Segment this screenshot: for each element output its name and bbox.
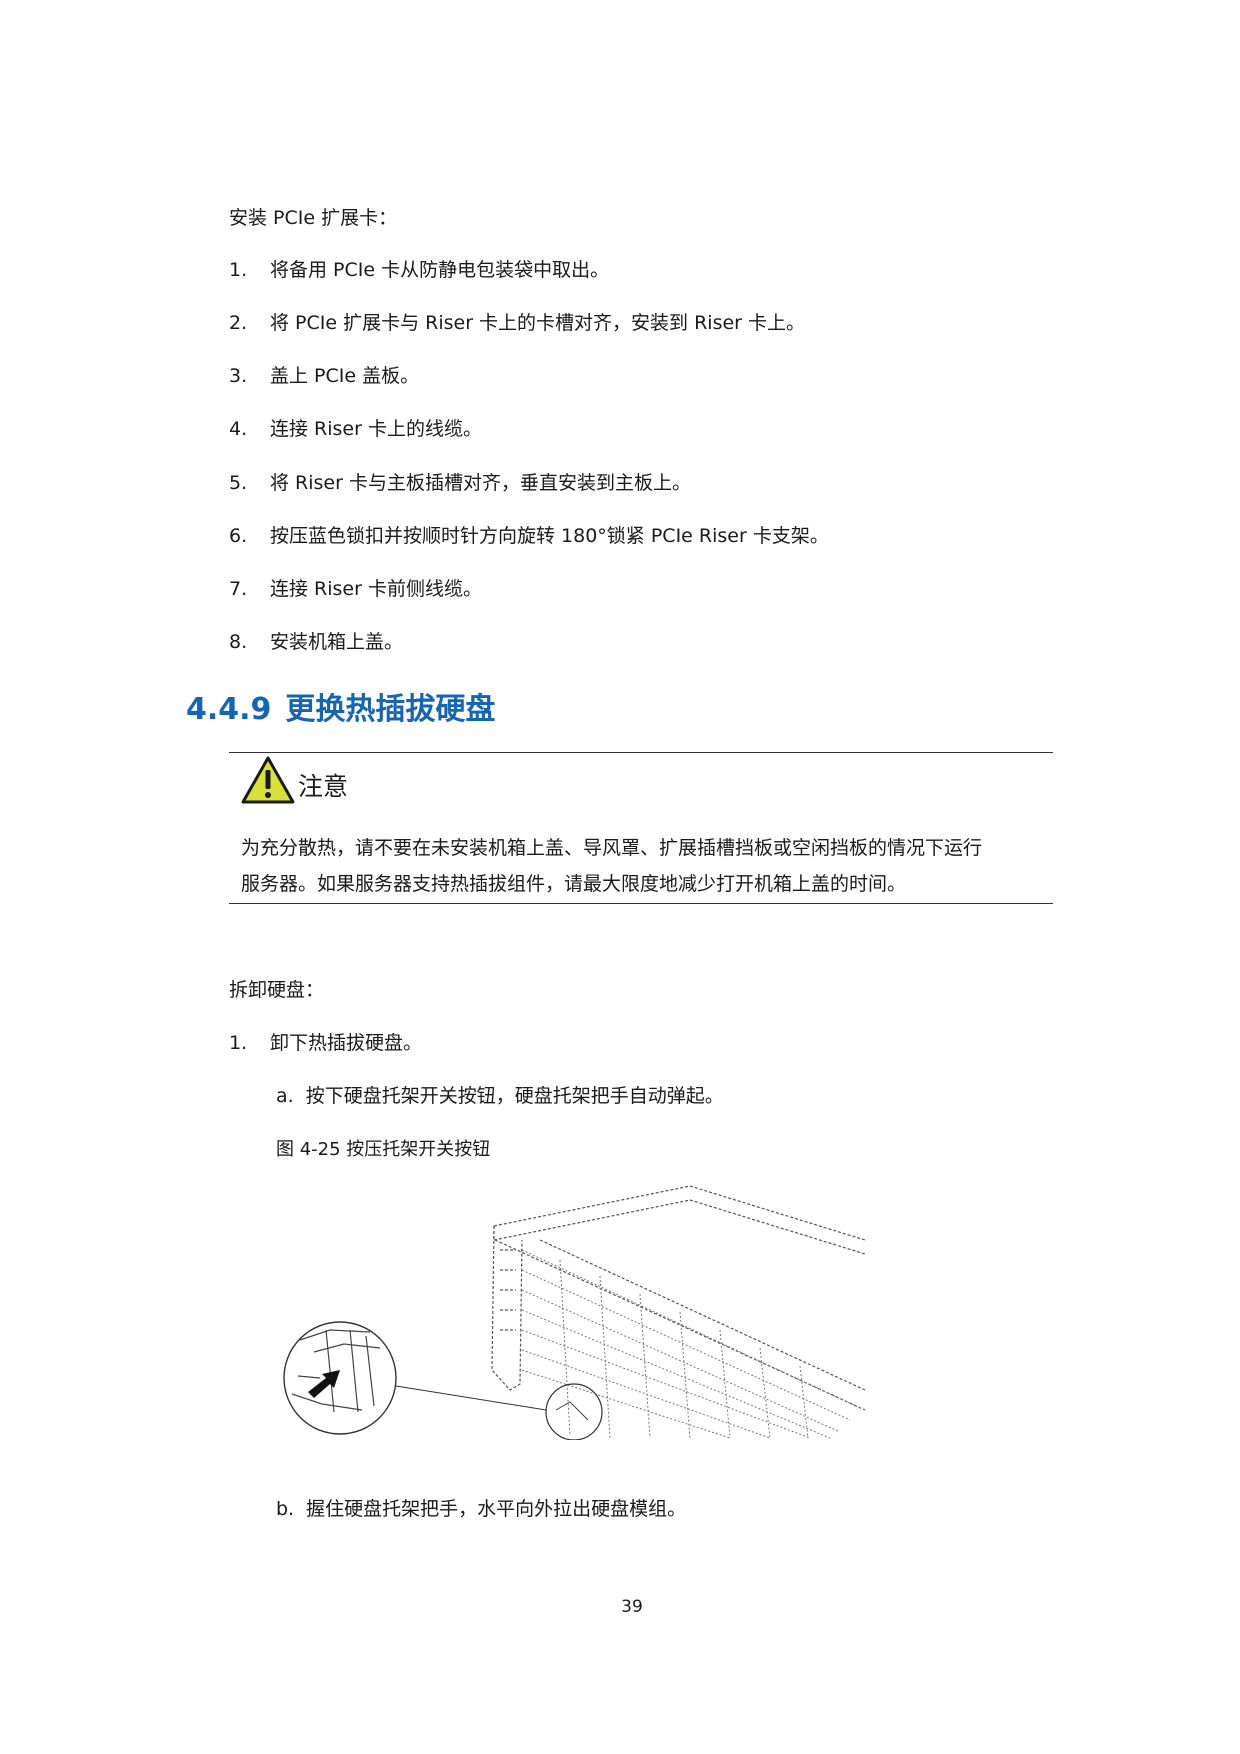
step-number: 8.	[229, 631, 248, 653]
step-text: 连接 Riser 卡前侧线缆。	[270, 578, 482, 600]
remove-intro: 拆卸硬盘：	[229, 979, 325, 1001]
step-number: 6.	[229, 525, 248, 547]
page-number: 39	[621, 1597, 643, 1617]
step-text: 将 PCIe 扩展卡与 Riser 卡上的卡槽对齐，安装到 Riser 卡上。	[270, 312, 806, 334]
server-drive-illustration	[283, 1185, 866, 1440]
step-number: 3.	[229, 365, 248, 387]
section-title: 更换热插拔硬盘	[285, 692, 496, 727]
list-item: 1. 卸下热插拔硬盘。	[0, 1030, 1240, 1056]
list-item: 8. 安装机箱上盖。	[0, 629, 1240, 655]
notice-line-2: 服务器。如果服务器支持热插拔组件，请最大限度地减少打开机箱上盖的时间。	[241, 873, 907, 895]
step-text: 盖上 PCIe 盖板。	[270, 365, 420, 387]
substep-label: a.	[276, 1085, 294, 1107]
step-text: 按压蓝色锁扣并按顺时针方向旋转 180°锁紧 PCIe Riser 卡支架。	[270, 525, 829, 547]
notice-label: 注意	[298, 772, 349, 801]
notice-line-1: 为充分散热，请不要在未安装机箱上盖、导风罩、扩展插槽挡板或空闲挡板的情况下运行	[241, 837, 983, 859]
list-item: 5. 将 Riser 卡与主板插槽对齐，垂直安装到主板上。	[0, 470, 1240, 496]
list-item: 1. 将备用 PCIe 卡从防静电包装袋中取出。	[0, 257, 1240, 283]
substep-b: b. 握住硬盘托架把手，水平向外拉出硬盘模组。	[276, 1496, 686, 1522]
list-item: 4. 连接 Riser 卡上的线缆。	[0, 416, 1240, 442]
step-number: 2.	[229, 312, 248, 334]
notice-bottom-rule	[229, 903, 1053, 904]
figure-caption: 图 4-25 按压托架开关按钮	[276, 1139, 491, 1160]
list-item: 6. 按压蓝色锁扣并按顺时针方向旋转 180°锁紧 PCIe Riser 卡支架…	[0, 523, 1240, 549]
substep-label: b.	[276, 1498, 295, 1520]
section-heading: 4.4.9 更换热插拔硬盘	[186, 690, 495, 730]
step-number: 7.	[229, 578, 248, 600]
substep-text: 握住硬盘托架把手，水平向外拉出硬盘模组。	[306, 1498, 687, 1520]
substep-a: a. 按下硬盘托架开关按钮，硬盘托架把手自动弹起。	[276, 1083, 724, 1109]
list-item: 3. 盖上 PCIe 盖板。	[0, 363, 1240, 389]
notice-top-rule	[229, 752, 1053, 753]
step-number: 4.	[229, 418, 248, 440]
step-text: 卸下热插拔硬盘。	[270, 1032, 423, 1054]
list-item: 7. 连接 Riser 卡前侧线缆。	[0, 576, 1240, 602]
step-text: 将 Riser 卡与主板插槽对齐，垂直安装到主板上。	[270, 472, 691, 494]
step-text: 连接 Riser 卡上的线缆。	[270, 418, 482, 440]
step-number: 1.	[229, 1032, 248, 1054]
install-intro: 安装 PCIe 扩展卡：	[229, 207, 398, 229]
step-number: 1.	[229, 259, 248, 281]
section-number: 4.4.9	[186, 692, 272, 727]
step-text: 安装机箱上盖。	[270, 631, 404, 653]
warning-triangle-icon	[241, 756, 295, 804]
substep-text: 按下硬盘托架开关按钮，硬盘托架把手自动弹起。	[305, 1085, 724, 1107]
step-text: 将备用 PCIe 卡从防静电包装袋中取出。	[270, 259, 610, 281]
list-item: 2. 将 PCIe 扩展卡与 Riser 卡上的卡槽对齐，安装到 Riser 卡…	[0, 310, 1240, 336]
step-number: 5.	[229, 472, 248, 494]
